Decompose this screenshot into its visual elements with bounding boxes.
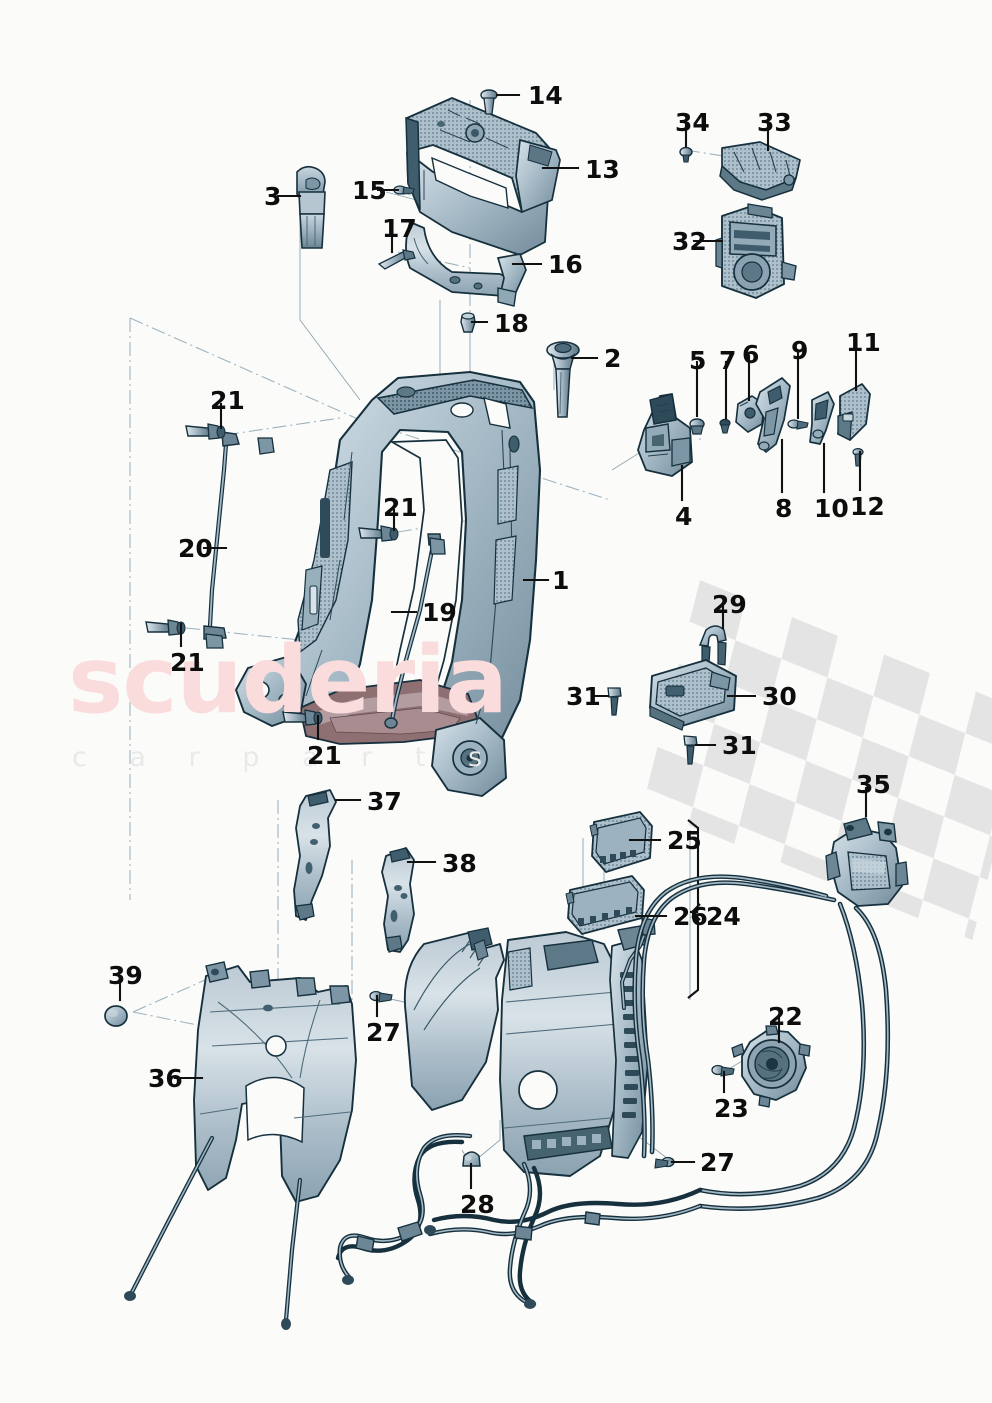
part-14-bolt bbox=[480, 89, 498, 115]
callout-15: 15 bbox=[352, 176, 387, 205]
callout-39: 39 bbox=[108, 961, 143, 990]
callout-3: 3 bbox=[264, 182, 282, 211]
callout-4: 4 bbox=[675, 502, 693, 531]
part-35-pump-unit bbox=[825, 817, 909, 907]
callout-21c: 21 bbox=[170, 648, 205, 677]
part-30-electronic-control-unit bbox=[649, 659, 737, 731]
callout-1: 1 bbox=[552, 566, 570, 595]
part-27-screw bbox=[369, 990, 393, 1003]
part-33-lumbar-support-rail bbox=[719, 141, 801, 201]
pneumatic-hose-highlight bbox=[633, 875, 889, 1210]
callout-10: 10 bbox=[814, 494, 849, 523]
part-19-tension-rod bbox=[384, 533, 442, 729]
callout-34: 34 bbox=[675, 108, 710, 137]
part-21-shoulder-bolt bbox=[145, 619, 186, 636]
part-21-shoulder-bolt-group bbox=[145, 423, 446, 726]
part-36-backrest-panel bbox=[124, 961, 357, 1330]
checkered-flag-watermark bbox=[642, 580, 992, 941]
callout-9: 9 bbox=[791, 336, 809, 365]
callout-35: 35 bbox=[856, 770, 891, 799]
part-12-screw-small bbox=[852, 448, 864, 467]
part-18-nut bbox=[460, 312, 476, 333]
callout-21d: 21 bbox=[307, 741, 342, 770]
part-39-grommet-plug bbox=[104, 1005, 128, 1027]
side-cushion-support bbox=[403, 927, 505, 1111]
callout-27b: 27 bbox=[700, 1148, 735, 1177]
callout-27a: 27 bbox=[366, 1018, 401, 1047]
part-11-cover-cap bbox=[837, 383, 871, 442]
callout-12: 12 bbox=[850, 492, 885, 521]
callout-leader-lines bbox=[118, 93, 868, 1190]
seat-back-carrier-panel bbox=[499, 925, 649, 1177]
callout-20: 20 bbox=[178, 534, 213, 563]
callout-24: 24 bbox=[706, 902, 741, 931]
part-4-recliner-bracket-assembly bbox=[637, 393, 693, 477]
callout-38: 38 bbox=[442, 849, 477, 878]
part-5-bush bbox=[689, 418, 705, 435]
callout-22: 22 bbox=[768, 1002, 803, 1031]
callout-21a: 21 bbox=[210, 386, 245, 415]
part-15-screw bbox=[393, 185, 415, 195]
callout-25: 25 bbox=[667, 826, 702, 855]
part-21-shoulder-bolt bbox=[185, 423, 226, 440]
callout-14: 14 bbox=[528, 81, 563, 110]
callout-19: 19 bbox=[422, 598, 457, 627]
part-26-control-module-lower bbox=[565, 875, 645, 935]
callout-21b: 21 bbox=[383, 493, 418, 522]
part-32-seat-adjustment-motor bbox=[715, 203, 797, 299]
callout-11: 11 bbox=[846, 328, 881, 357]
part-9-screw bbox=[787, 419, 809, 430]
part-31-clip bbox=[683, 735, 698, 765]
harness-connectors bbox=[342, 1211, 601, 1309]
callout-30: 30 bbox=[762, 682, 797, 711]
callout-13: 13 bbox=[585, 155, 620, 184]
callout-31a: 31 bbox=[566, 682, 601, 711]
callout-17: 17 bbox=[382, 214, 417, 243]
callout-26: 26 bbox=[673, 902, 708, 931]
callout-28: 28 bbox=[460, 1190, 495, 1219]
callout-2: 2 bbox=[604, 344, 622, 373]
callout-37: 37 bbox=[367, 787, 402, 816]
callout-23: 23 bbox=[714, 1094, 749, 1123]
part-22-blower-fan-motor bbox=[731, 1025, 811, 1108]
part-38-side-bolster-bracket-right bbox=[381, 847, 415, 953]
part-3-headrest-guide-sleeve bbox=[296, 165, 326, 249]
callout-36: 36 bbox=[148, 1064, 183, 1093]
part-8-release-lever bbox=[755, 377, 791, 453]
callout-5: 5 bbox=[689, 346, 707, 375]
callout-16: 16 bbox=[548, 250, 583, 279]
part-28-grommet bbox=[462, 1151, 481, 1167]
part-10-lever-bracket bbox=[809, 391, 835, 445]
part-25-control-module-upper bbox=[589, 811, 653, 873]
callout-7: 7 bbox=[719, 346, 737, 375]
callout-6: 6 bbox=[742, 340, 760, 369]
part-34-rivet bbox=[679, 146, 693, 163]
part-31-clip bbox=[607, 687, 622, 716]
part-2-hex-socket-bolt bbox=[546, 341, 580, 418]
callout-32: 32 bbox=[672, 227, 707, 256]
part-17-pin-clip bbox=[377, 249, 416, 270]
part-1-backrest-frame bbox=[235, 370, 542, 797]
callout-18: 18 bbox=[494, 309, 529, 338]
part-21-shoulder-bolt bbox=[358, 525, 399, 542]
callout-8: 8 bbox=[775, 494, 793, 523]
callout-33: 33 bbox=[757, 108, 792, 137]
part-7-pin bbox=[719, 418, 731, 434]
part-37-side-bolster-bracket-left bbox=[293, 789, 337, 921]
callout-31b: 31 bbox=[722, 731, 757, 760]
part-13-headrest-carrier-frame bbox=[405, 97, 561, 256]
callout-29: 29 bbox=[712, 590, 747, 619]
